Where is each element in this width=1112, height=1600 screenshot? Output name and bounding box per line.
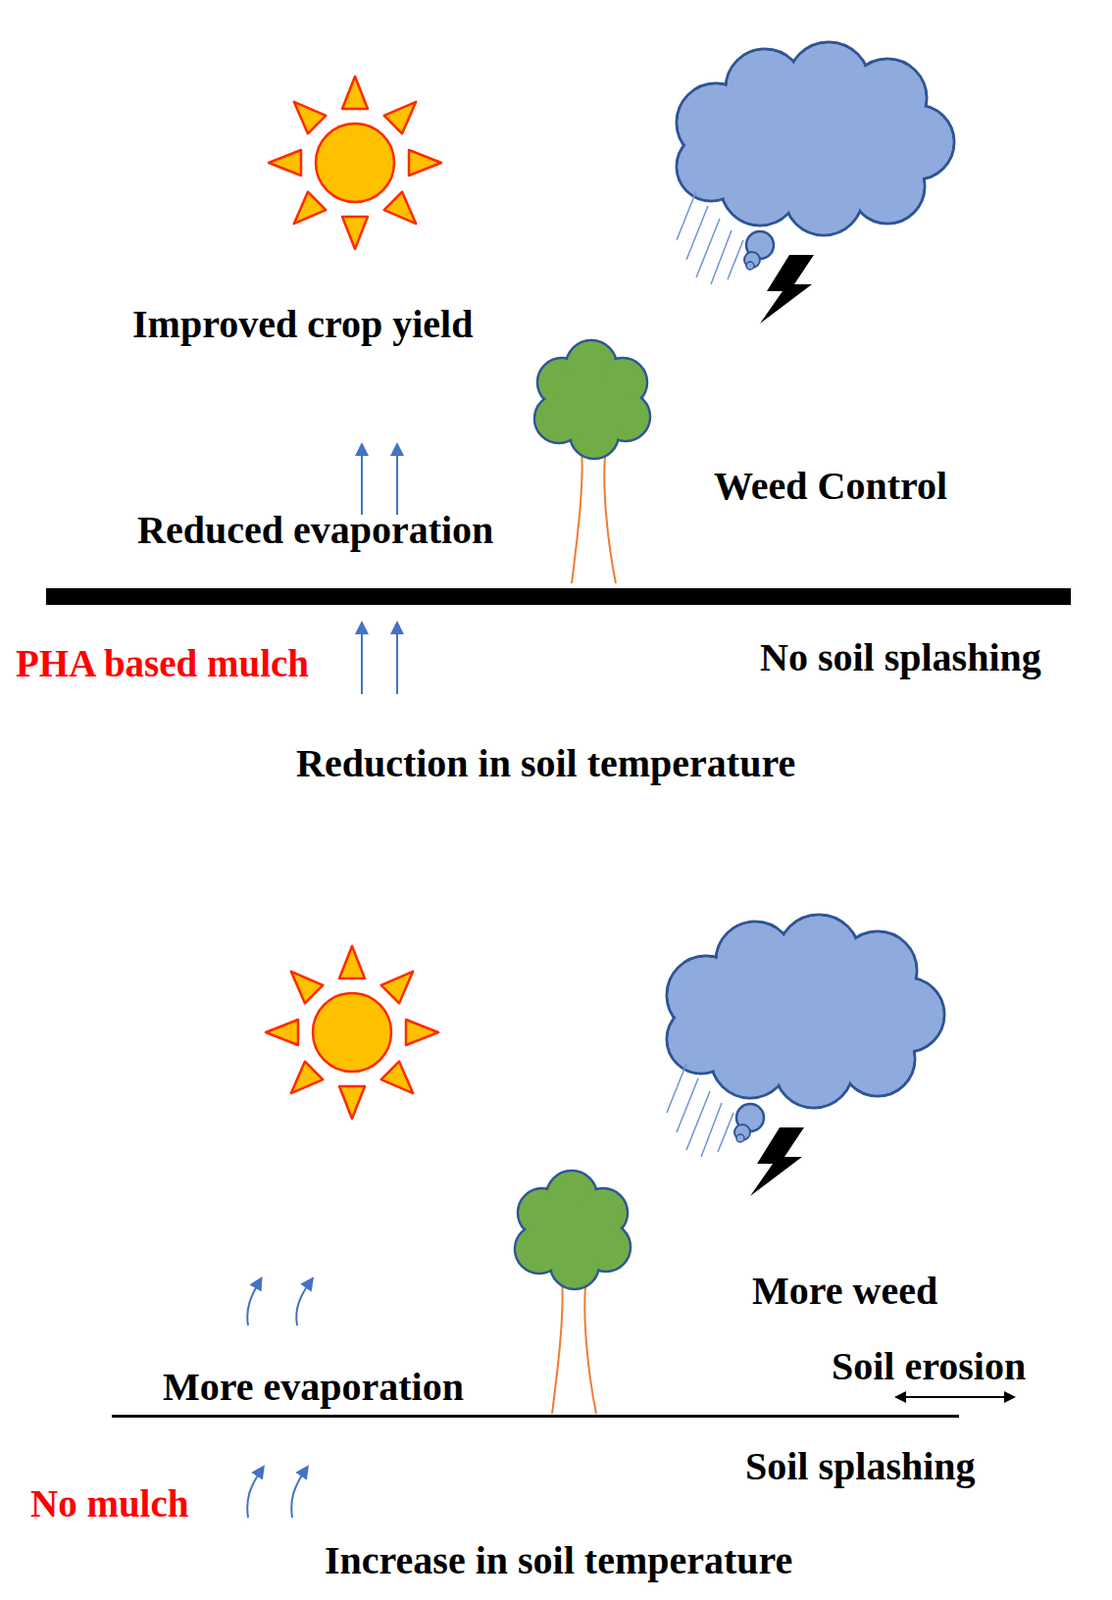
label: More evaporation: [162, 1365, 464, 1410]
label: Improved crop yield: [132, 303, 473, 347]
label: PHA based mulch: [15, 643, 309, 686]
label: Reduced evaporation: [137, 508, 494, 553]
label: Soil splashing: [745, 1445, 976, 1489]
label: More weed: [752, 1269, 938, 1314]
label: Reduction in soil temperature: [296, 742, 796, 786]
label: No soil splashing: [759, 636, 1042, 680]
label: Weed Control: [713, 464, 948, 508]
label: Soil erosion: [831, 1345, 1026, 1389]
label: Increase in soil temperature: [324, 1539, 793, 1583]
label: No mulch: [30, 1483, 189, 1526]
